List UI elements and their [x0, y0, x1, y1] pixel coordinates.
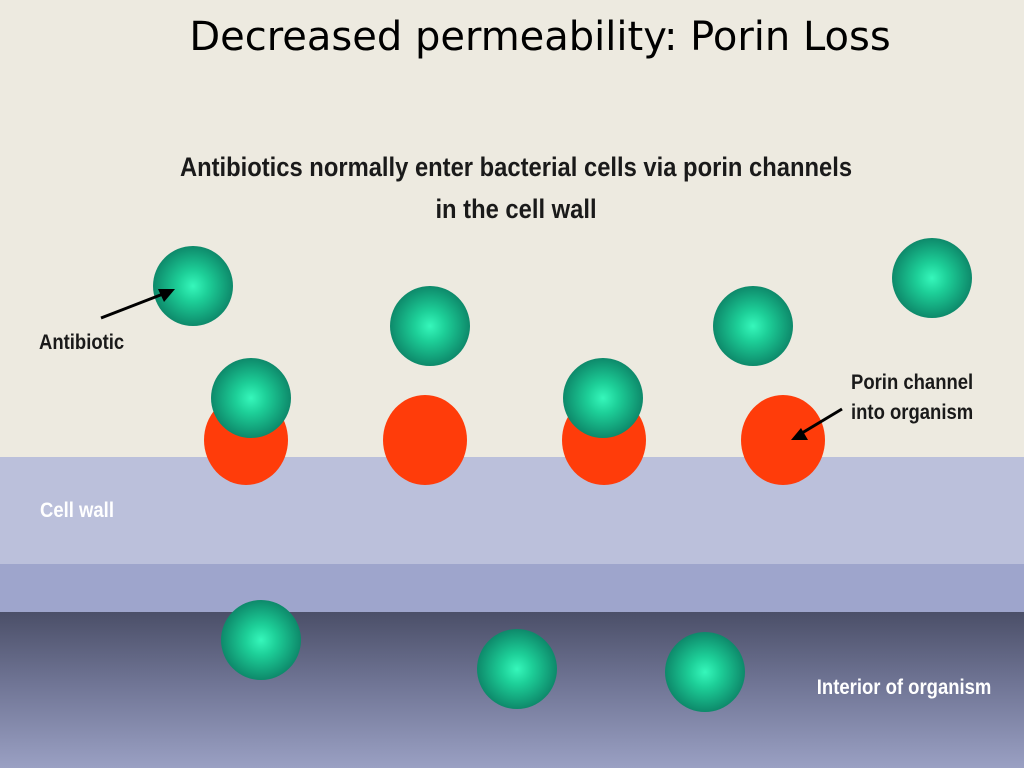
antibiotic-molecule — [665, 632, 745, 712]
antibiotic-molecule — [713, 286, 793, 366]
antibiotic-molecule — [221, 600, 301, 680]
antibiotic-label: Antibiotic — [39, 331, 125, 354]
antibiotic-molecule — [477, 629, 557, 709]
porin-label-line-1: Porin channel — [851, 371, 974, 394]
subtitle-line-1: Antibiotics normally enter bacterial cel… — [179, 152, 853, 182]
porin-label-line-2: into organism — [851, 401, 974, 424]
antibiotic-arrow — [100, 292, 164, 320]
porin-arrow — [801, 407, 843, 435]
antibiotic-molecule — [390, 286, 470, 366]
antibiotic-molecule — [563, 358, 643, 438]
porin-channel-label: Porin channel into organism — [851, 368, 973, 428]
subtitle-line-2: in the cell wall — [435, 194, 597, 224]
interior-label: Interior of organism — [816, 676, 991, 699]
slide-subtitle: Antibiotics normally enter bacterial cel… — [150, 146, 882, 230]
antibiotic-molecule — [211, 358, 291, 438]
antibiotic-arrowhead — [158, 289, 175, 302]
porin-channel-4 — [741, 395, 825, 485]
cell-wall-inner-band — [0, 564, 1024, 612]
antibiotic-molecule — [153, 246, 233, 326]
cell-wall-label: Cell wall — [40, 499, 114, 522]
slide-title: Decreased permeability: Porin Loss — [189, 14, 891, 60]
porin-channel-2 — [383, 395, 467, 485]
cell-wall-band — [0, 457, 1024, 564]
porin-arrowhead — [791, 428, 808, 440]
antibiotic-molecule — [892, 238, 972, 318]
